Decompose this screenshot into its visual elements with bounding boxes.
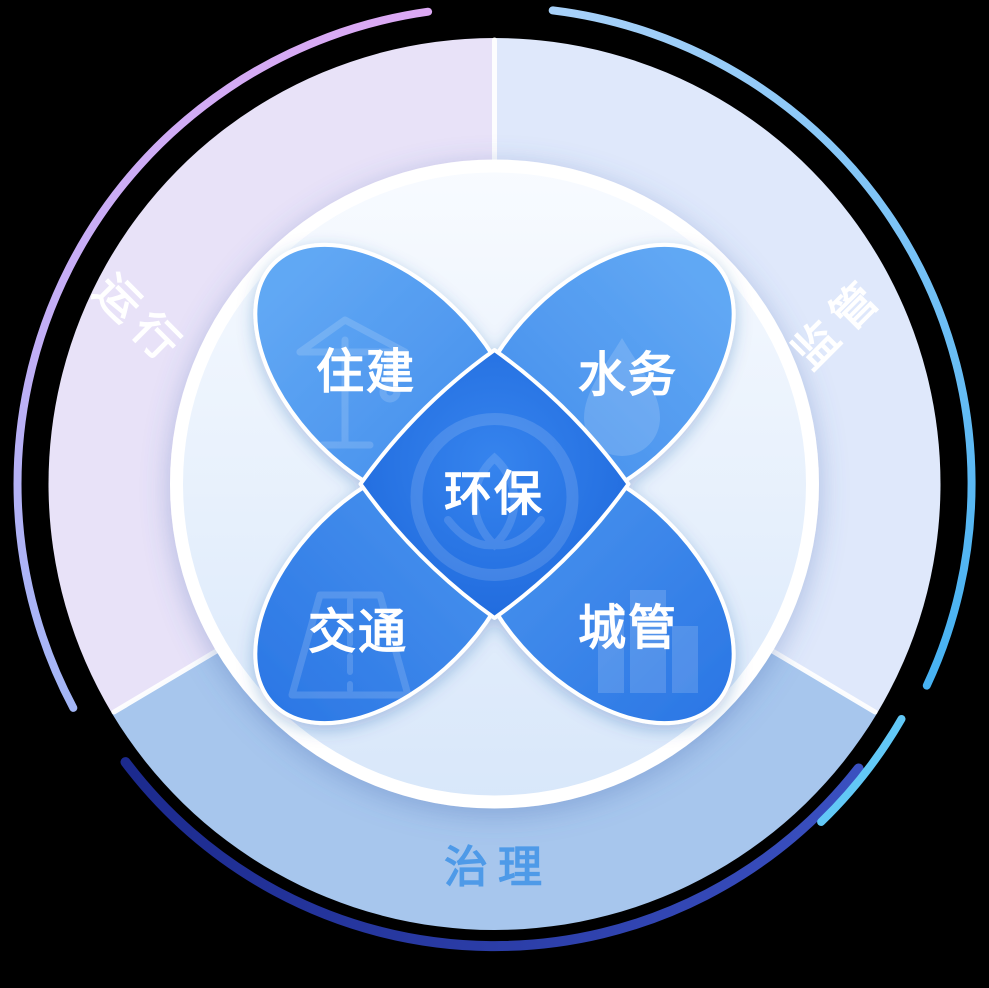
outer-decorative-arcs	[13, 6, 976, 952]
core-diamond	[358, 348, 631, 620]
decorative-arc-blue	[548, 6, 976, 690]
petal-label-transportation: 交通	[308, 606, 408, 659]
petal-label-water-affairs: 水务	[578, 349, 678, 402]
water-drop-icon	[584, 338, 660, 456]
divider-bottom-left	[111, 646, 223, 715]
environmental-protection-emblem-icon	[410, 413, 579, 581]
divider-bottom-right	[766, 646, 878, 715]
petal-labels: 住建 水务 交通 城管 环保	[308, 346, 678, 659]
crane-icon	[296, 316, 409, 449]
road-icon	[288, 591, 412, 699]
sector-label-governance: 治理	[444, 843, 552, 892]
core-label-environmental-protection: 环保	[444, 468, 544, 521]
petal-label-urban-management: 城管	[578, 602, 678, 655]
petal-label-housing-construction: 住建	[316, 346, 416, 399]
petal-icons	[288, 316, 698, 699]
decorative-arc-navy	[120, 757, 864, 952]
buildings-icon	[598, 590, 698, 693]
decorative-arc-cyan	[817, 715, 906, 826]
sector-dividers	[111, 37, 878, 715]
decorative-arc-purple	[13, 7, 433, 712]
